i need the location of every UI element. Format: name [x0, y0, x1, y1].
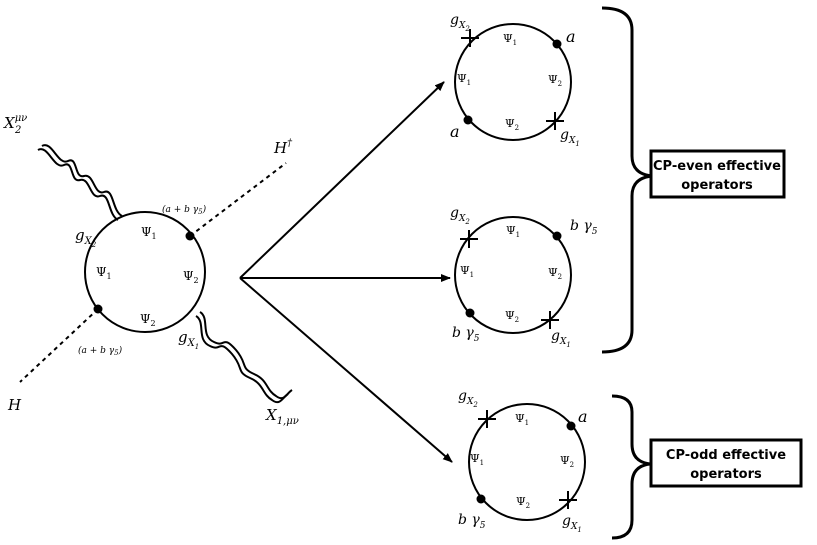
- higgs-line: [19, 308, 99, 383]
- loop3-cross-bottom-right: [559, 491, 577, 509]
- result-loop-3: gX2 gX1 a b γ5 Ψ1 Ψ1 Ψ2 Ψ2: [458, 388, 588, 534]
- loop1-circle: [454, 23, 572, 141]
- cp-even-brace: [601, 6, 653, 354]
- psi1-left-label: Ψ1: [96, 265, 112, 281]
- psi1-top-label: Ψ1: [141, 225, 157, 241]
- x1-field-label: X1,μν: [265, 406, 299, 427]
- loop2-psi2-bottom: Ψ2: [505, 309, 519, 324]
- loop2-circle: [454, 216, 572, 334]
- main-loop-diagram: Ψ1 Ψ1 Ψ2 Ψ2 Xμν 2 X1,μν H† H (a + b γ5) …: [3, 113, 299, 427]
- loop1-psi2-right: Ψ2: [548, 73, 562, 88]
- vertex-dot-top: [185, 231, 195, 241]
- loop3-cross-top-left: [478, 410, 496, 428]
- loop3-vertex-bottom-left: b γ5: [458, 512, 486, 531]
- gauge-boson-x1: [195, 315, 289, 404]
- loop3-g-right: gX1: [562, 513, 582, 534]
- main-fermion-loop: [84, 211, 206, 333]
- vertex-dot-bottom: [93, 304, 103, 314]
- loop1-g-right: gX1: [560, 127, 580, 148]
- h-label: H: [7, 396, 22, 414]
- cp-odd-box: CP-odd effective operators: [649, 438, 803, 488]
- loop2-cross-bottom-right: [541, 311, 559, 329]
- cp-odd-label-line2: operators: [690, 467, 762, 482]
- loop1-psi2-bottom: Ψ2: [505, 117, 519, 132]
- loop3-vertex-top-right: a: [578, 407, 588, 426]
- loop1-vertex-top-right: a: [566, 27, 576, 46]
- loop1-cross-top-left: [461, 29, 479, 47]
- psi2-bottom-label: Ψ2: [140, 312, 156, 328]
- gauge-boson-x1-inner: [199, 311, 293, 400]
- loop2-psi1-top: Ψ1: [506, 224, 520, 239]
- loop1-psi1-left: Ψ1: [457, 72, 471, 87]
- loop1-dot-bottom-left: [463, 115, 473, 125]
- psi2-right-label: Ψ2: [183, 269, 199, 285]
- loop3-psi1-left: Ψ1: [470, 452, 484, 467]
- loop3-g-left: gX2: [458, 388, 478, 409]
- loop1-psi1-top: Ψ1: [503, 32, 517, 47]
- gauge-boson-x2: [37, 148, 119, 221]
- vertex-top-label: (a + b γ5): [162, 204, 207, 216]
- arrow-to-loop-1: [239, 81, 445, 279]
- loop2-g-right: gX1: [551, 328, 571, 349]
- result-loop-1: gX2 gX1 a a Ψ1 Ψ1 Ψ2 Ψ2: [450, 12, 580, 148]
- loop2-dot-bottom-left: [465, 308, 475, 318]
- loop2-vertex-bottom-left: b γ5: [452, 325, 480, 344]
- result-loop-2: gX2 gX1 b γ5 b γ5 Ψ1 Ψ1 Ψ2 Ψ2: [450, 205, 598, 349]
- arrow-to-loop-3: [239, 277, 453, 463]
- loop2-dot-top-right: [552, 231, 562, 241]
- loop2-psi1-left: Ψ1: [460, 264, 474, 279]
- x2-field-label: Xμν: [3, 113, 27, 132]
- loop1-dot-top-right: [552, 39, 562, 49]
- gx1-coupling-label: gX1: [178, 328, 199, 351]
- loop2-g-left: gX2: [450, 205, 470, 226]
- loop3-psi1-top: Ψ1: [515, 412, 529, 427]
- loop2-psi2-right: Ψ2: [548, 266, 562, 281]
- loop1-cross-bottom-right: [546, 112, 564, 130]
- loop3-psi2-right: Ψ2: [560, 454, 574, 469]
- loop1-g-left: gX2: [450, 12, 470, 33]
- gx2-coupling-label: gX2: [75, 226, 97, 249]
- loop1-vertex-bottom-left: a: [450, 122, 460, 141]
- gauge-boson-x2-inner: [41, 144, 123, 217]
- h-dagger-label: H†: [273, 138, 293, 157]
- arrows: [239, 81, 453, 463]
- cp-even-box: CP-even effective operators: [649, 149, 786, 199]
- loop3-dot-bottom-left: [476, 494, 486, 504]
- vertex-bottom-label: (a + b γ5): [78, 345, 123, 357]
- cp-even-label-line1: CP-even effective: [653, 159, 781, 174]
- cp-odd-brace: [611, 394, 651, 540]
- loop3-dot-top-right: [566, 421, 576, 431]
- x2-field-sub: 2: [14, 125, 21, 136]
- loop2-vertex-top-right: b γ5: [570, 218, 598, 237]
- loop2-cross-top-left: [460, 230, 478, 248]
- cp-even-label-line2: operators: [681, 178, 753, 193]
- loop3-circle: [468, 403, 586, 521]
- loop3-psi2-bottom: Ψ2: [516, 495, 530, 510]
- cp-odd-label-line1: CP-odd effective: [666, 448, 786, 463]
- higgs-dagger-line: [189, 162, 287, 237]
